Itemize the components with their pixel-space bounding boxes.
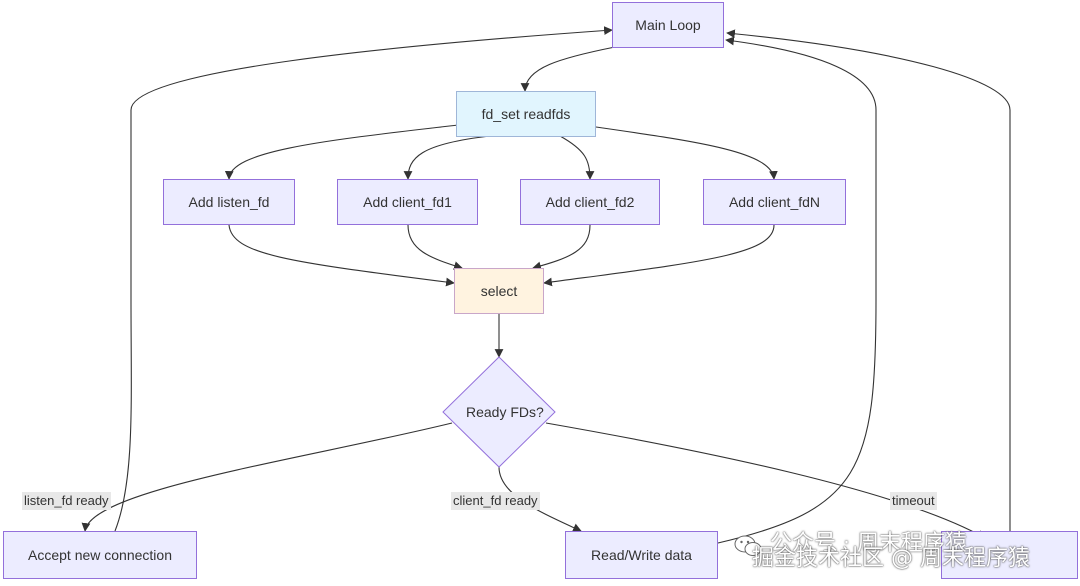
node-add-client-fd2: Add client_fd2: [520, 179, 660, 225]
node-select: select: [454, 268, 544, 314]
watermark-line2: 掘金技术社区 @ 周末程序猿: [752, 546, 1030, 571]
edge-label-client-ready: client_fd ready: [451, 492, 540, 510]
edge-fdset-listen: [224, 124, 459, 180]
ready-fds-diamond: [442, 356, 556, 468]
edge-fdset-client1: [403, 135, 491, 180]
edge-timeout-mainloop: [726, 29, 1011, 531]
node-add-clientn-label: Add client_fdN: [728, 194, 821, 210]
node-accept-label: Accept new connection: [28, 547, 172, 563]
edge-client1-select: [407, 224, 463, 270]
edge-ready-timeout: [545, 422, 986, 539]
node-add-listen-label: Add listen_fd: [188, 194, 270, 210]
edge-accept-mainloop: [114, 26, 613, 532]
node-add-client2-label: Add client_fd2: [545, 194, 635, 210]
node-select-label: select: [480, 283, 518, 299]
edge-readwrite-mainloop: [717, 36, 877, 544]
edge-clientN-select: [543, 224, 775, 287]
edge-ready-accept: [81, 422, 453, 532]
node-ready-fds-label: Ready FDs?: [466, 404, 544, 420]
node-main-loop-label: Main Loop: [635, 17, 701, 33]
edge-client2-select: [532, 224, 591, 271]
node-add-client-fd1: Add client_fd1: [337, 179, 478, 225]
edge-fdset-clientN: [595, 126, 778, 180]
edge-label-listen-ready: listen_fd ready: [22, 492, 111, 510]
node-readwrite-label: Read/Write data: [591, 547, 692, 563]
node-add-listen-fd: Add listen_fd: [163, 179, 295, 225]
edge-listen-select: [228, 224, 455, 287]
node-fd-set-label: fd_set readfds: [481, 106, 571, 122]
edge-label-timeout: timeout: [890, 492, 937, 510]
node-timeout-target: [941, 531, 1078, 579]
node-fd-set-readfds: fd_set readfds: [456, 91, 596, 137]
node-add-client1-label: Add client_fd1: [363, 194, 452, 210]
wechat-icon: [734, 535, 762, 556]
node-main-loop: Main Loop: [612, 2, 724, 48]
edge-mainloop-fdset: [520, 46, 616, 92]
edge-fdset-client2: [559, 135, 595, 180]
node-read-write-data: Read/Write data: [565, 531, 718, 579]
watermark-line1: 公众号 · 周末程序猿: [770, 531, 967, 556]
node-add-client-fdn: Add client_fdN: [703, 179, 846, 225]
node-accept-new-connection: Accept new connection: [3, 531, 197, 579]
